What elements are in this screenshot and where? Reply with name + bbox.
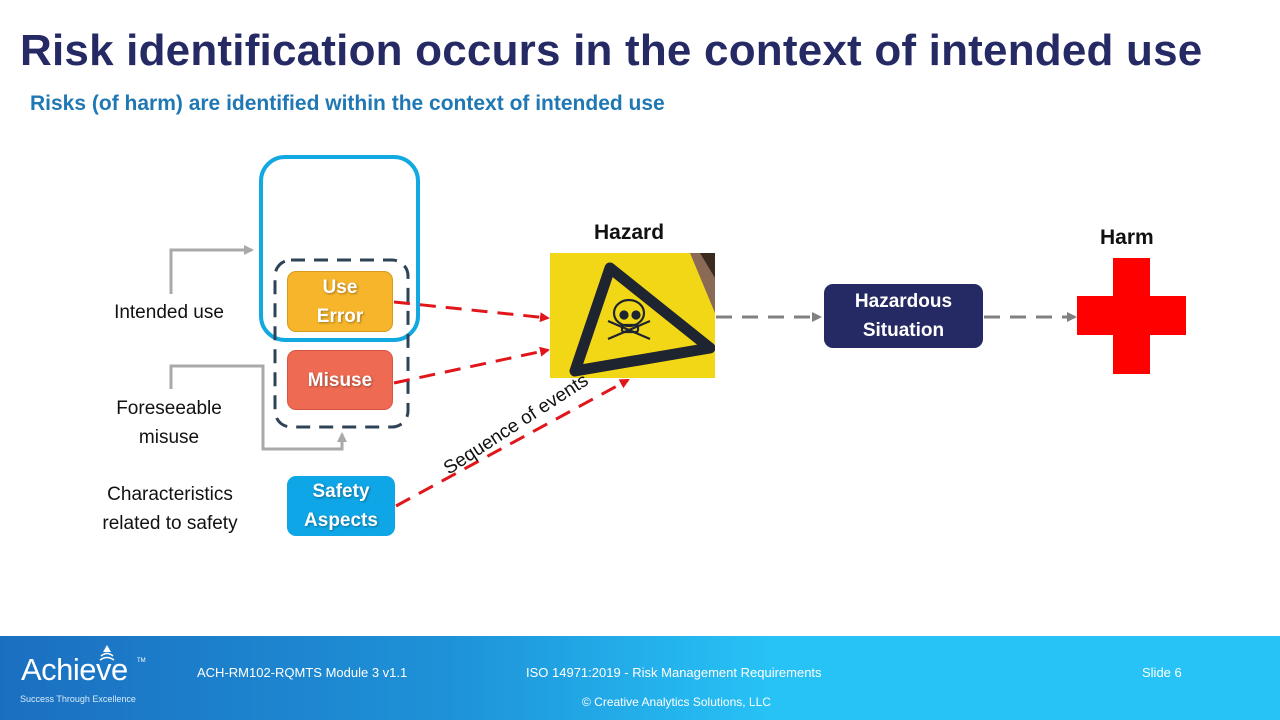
characteristics-label-line2: related to safety [102,513,238,534]
hazard-label: Hazard [594,221,665,244]
use-error-line1: Use [322,276,358,298]
hazardous-line2: Situation [862,320,945,341]
safety-to-hazard-arrow [395,378,630,508]
intended-use-label: Intended use [114,302,224,323]
safety-line2: Aspects [304,510,378,531]
hazard-sign-image [550,253,715,378]
logo-tagline: Success Through Excellence [20,694,136,704]
hazardous-line1: Hazardous [854,291,953,312]
foreseeable-misuse-label-line2: misuse [138,427,200,448]
intended-use-frame [259,155,420,342]
intended-use-connector [169,245,254,294]
safety-line1: Safety [312,481,370,502]
skull-warning-icon [569,253,715,377]
misuse-box: Misuse [287,350,393,410]
safety-aspects-box: Safety Aspects [287,476,395,536]
footer-course: ISO 14971:2019 - Risk Management Require… [526,665,822,680]
use-error-box: Use Error [287,271,393,332]
footer-copyright: © Creative Analytics Solutions, LLC [582,695,771,709]
logo-trademark: TM [137,658,146,664]
hazardous-situation-box: Hazardous Situation [824,284,983,348]
misuse-connector [169,364,347,451]
achieve-logo-peak-icon [99,645,115,661]
misuse-label: Misuse [307,369,373,391]
harm-label: Harm [1100,226,1154,249]
footer-module: ACH-RM102-RQMTS Module 3 v1.1 [197,665,408,680]
slide-title: Risk identification occurs in the contex… [20,26,1203,75]
use-error-line2: Error [316,305,364,327]
slide-subtitle: Risks (of harm) are identified within th… [30,92,665,115]
foreseeable-misuse-label-line1: Foreseeable [116,398,222,419]
footer-slide-number: Slide 6 [1142,665,1182,680]
misuse-to-hazard-arrow [393,346,550,385]
misuse-group-frame [273,258,410,429]
characteristics-label-line1: Characteristics [107,484,233,505]
slide-footer: Achieve TM Success Through Excellence AC… [0,636,1280,720]
harm-cross-icon [1077,258,1186,374]
achieve-logo: Achieve [21,652,128,687]
